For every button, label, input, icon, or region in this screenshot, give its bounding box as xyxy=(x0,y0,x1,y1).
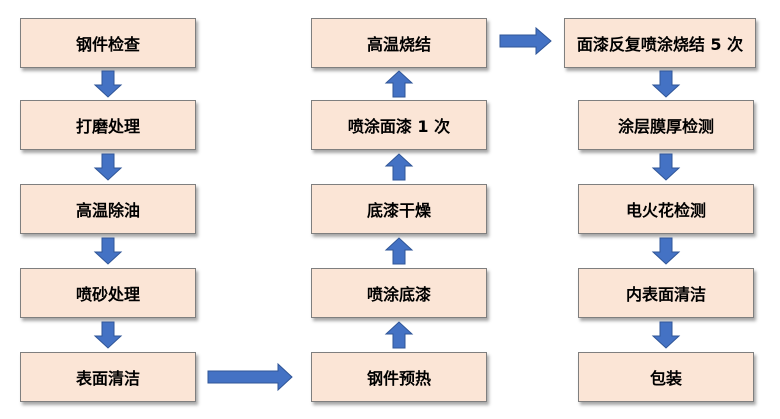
step-primer-spraying: 喷涂底漆 xyxy=(311,268,487,318)
step-primer-drying: 底漆干燥 xyxy=(311,184,487,234)
arrow-down-icon xyxy=(651,70,681,98)
step-label: 打磨处理 xyxy=(75,117,140,136)
arrow-down-icon xyxy=(651,153,681,181)
step-surface-cleaning: 表面清洁 xyxy=(20,352,196,402)
step-sandblasting: 喷砂处理 xyxy=(20,268,196,318)
arrow-up-icon xyxy=(384,237,414,265)
step-repeat-topcoat-sintering: 面漆反复喷涂烧结 5 次 xyxy=(564,18,756,68)
step-label: 喷砂处理 xyxy=(75,285,140,304)
arrow-down-icon xyxy=(651,237,681,265)
step-topcoat-spraying: 喷涂面漆 1 次 xyxy=(311,100,487,150)
step-steel-preheating: 钢件预热 xyxy=(311,352,487,402)
arrow-down-icon xyxy=(93,70,123,98)
step-high-temp-sintering: 高温烧结 xyxy=(311,18,487,68)
arrow-up-icon xyxy=(384,321,414,349)
step-label: 电火花检测 xyxy=(625,201,706,220)
step-label: 包装 xyxy=(649,369,682,388)
step-label: 钢件预热 xyxy=(366,369,431,388)
arrow-down-icon xyxy=(93,237,123,265)
step-label: 涂层膜厚检测 xyxy=(617,117,714,136)
arrow-right-icon xyxy=(207,362,293,392)
step-label: 面漆反复喷涂烧结 5 次 xyxy=(576,35,744,54)
step-label: 钢件检查 xyxy=(75,35,140,54)
arrow-right-icon xyxy=(499,26,552,56)
step-inner-surface-cleaning: 内表面清洁 xyxy=(578,268,754,318)
step-packaging: 包装 xyxy=(578,352,754,402)
arrow-down-icon xyxy=(93,321,123,349)
step-spark-test: 电火花检测 xyxy=(578,184,754,234)
step-label: 喷涂底漆 xyxy=(366,285,431,304)
arrow-down-icon xyxy=(651,321,681,349)
step-steel-inspection: 钢件检查 xyxy=(20,18,196,68)
step-coating-thickness-test: 涂层膜厚检测 xyxy=(578,100,754,150)
arrow-up-icon xyxy=(384,153,414,181)
step-label: 喷涂面漆 1 次 xyxy=(347,117,451,136)
step-label: 表面清洁 xyxy=(75,369,140,388)
step-label: 底漆干燥 xyxy=(366,201,431,220)
step-label: 高温除油 xyxy=(75,201,140,220)
arrow-up-icon xyxy=(384,70,414,98)
step-label: 高温烧结 xyxy=(366,35,431,54)
step-label: 内表面清洁 xyxy=(625,285,706,304)
step-high-temp-degreasing: 高温除油 xyxy=(20,184,196,234)
step-grinding: 打磨处理 xyxy=(20,100,196,150)
arrow-down-icon xyxy=(93,153,123,181)
